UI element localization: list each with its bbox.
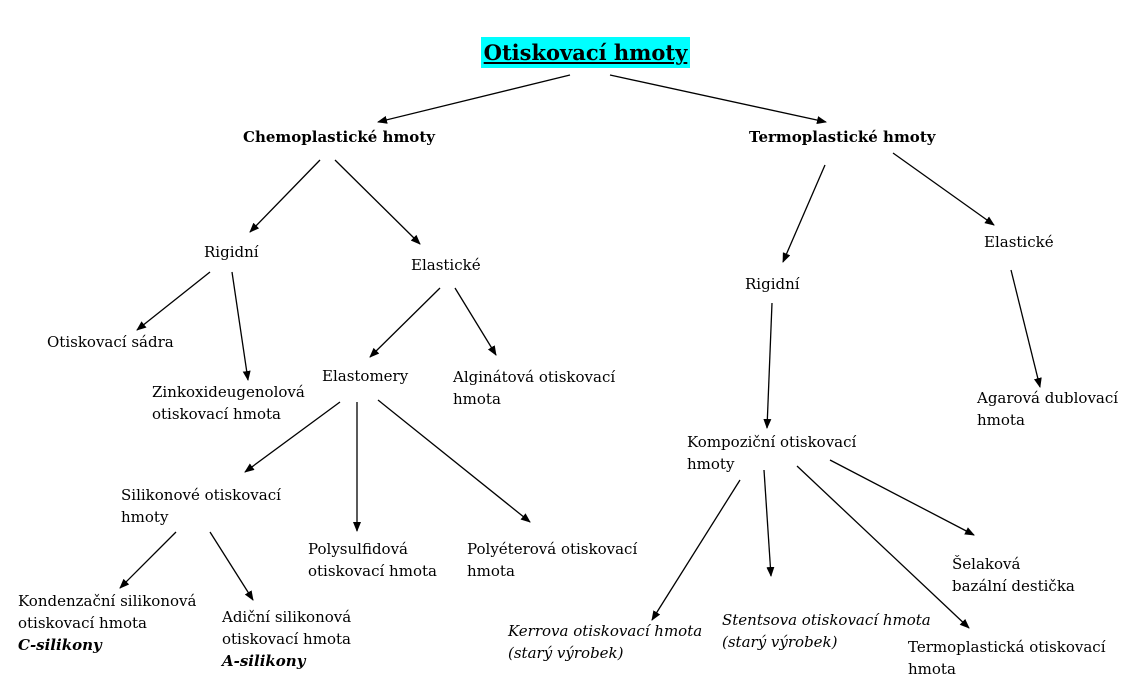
node-label-line: hmoty (687, 455, 735, 473)
node-termo-rigid: Rigidní (745, 273, 800, 295)
node-silikon: Silikonové otiskovací hmoty (121, 484, 281, 528)
node-label-line: Termoplastické hmoty (749, 128, 936, 146)
node-zinko: Zinkoxideugenolová otiskovací hmota (152, 381, 305, 425)
node-label-line: Rigidní (204, 243, 259, 261)
node-sadra: Otiskovací sádra (47, 331, 174, 353)
node-label-line: Zinkoxideugenolová (152, 383, 305, 401)
arrow (763, 302, 773, 429)
arrow (1010, 269, 1042, 388)
arrow (231, 271, 251, 381)
node-polyeter: Polyéterová otiskovací hmota (467, 538, 637, 582)
arrow (244, 401, 341, 473)
node-label-line: Kondenzační silikonová (18, 592, 197, 610)
arrow (609, 74, 827, 124)
node-label-line: bazální destička (952, 577, 1075, 595)
node-selak: Šelaková bazální destička (952, 553, 1075, 597)
node-label-line: Šelaková (952, 555, 1021, 573)
node-label-line: Agarová dublovací (977, 389, 1119, 407)
node-note: A-silikony (222, 652, 306, 670)
node-polysulfid: Polysulfidová otiskovací hmota (308, 538, 437, 582)
node-note: C-silikony (18, 636, 102, 654)
node-chemo-elastic: Elastické (411, 254, 481, 276)
arrow (249, 159, 321, 233)
arrow (454, 287, 497, 356)
arrow (782, 164, 826, 263)
node-label-line: hmota (467, 562, 515, 580)
node-label-line: hmoty (121, 508, 169, 526)
arrow (763, 469, 775, 577)
node-elastomery: Elastomery (322, 365, 408, 387)
node-termo: Termoplastické hmoty (749, 126, 935, 148)
arrow (829, 459, 975, 536)
node-label-line: Rigidní (745, 275, 800, 293)
arrow (369, 287, 441, 358)
node-kompozicni: Kompoziční otiskovací hmoty (687, 431, 856, 475)
node-label-line: Elastomery (322, 367, 409, 385)
arrow (209, 531, 254, 601)
arrow (892, 152, 995, 226)
node-label-line: Adiční silikonová (222, 608, 352, 626)
node-label-line: Polysulfidová (308, 540, 408, 558)
node-chemo-rigid: Rigidní (204, 241, 259, 263)
node-label-line: otiskovací hmota (308, 562, 437, 580)
node-label-line: (starý výrobek) (722, 633, 838, 651)
node-label-line: hmota (453, 390, 501, 408)
node-label-line: Termoplastická otiskovací (908, 638, 1106, 656)
node-kerr: Kerrova otiskovací hmota (starý výrobek) (508, 620, 702, 664)
node-label-line: Otiskovací sádra (47, 333, 174, 351)
node-label-line: (starý výrobek) (508, 644, 624, 662)
node-alginat: Alginátová otiskovací hmota (453, 366, 615, 410)
node-label-line: Alginátová otiskovací (453, 368, 616, 386)
arrow (651, 479, 741, 621)
node-label-line: Elastické (411, 256, 481, 274)
node-label-line: hmota (977, 411, 1025, 429)
node-label-line: hmota (908, 660, 956, 678)
node-chemo: Chemoplastické hmoty (243, 126, 435, 148)
node-label-line: Chemoplastické hmoty (243, 128, 435, 146)
node-label-line: Kompoziční otiskovací (687, 433, 857, 451)
node-label-line: Polyéterová otiskovací (467, 540, 638, 558)
arrow (796, 465, 970, 629)
arrow (377, 74, 571, 124)
node-label-line: otiskovací hmota (222, 630, 351, 648)
diagram-title: Otiskovací hmoty (481, 37, 690, 68)
node-agar: Agarová dublovací hmota (977, 387, 1118, 431)
node-label-line: otiskovací hmota (18, 614, 147, 632)
node-label-line: Kerrova otiskovací hmota (508, 622, 703, 640)
arrow (377, 399, 531, 523)
node-label-line: Silikonové otiskovací (121, 486, 281, 504)
node-label-line: Elastické (984, 233, 1054, 251)
arrow (136, 271, 211, 331)
node-termo-elastic: Elastické (984, 231, 1054, 253)
node-label-line: otiskovací hmota (152, 405, 281, 423)
node-label-line: Stentsova otiskovací hmota (722, 611, 931, 629)
arrow (334, 159, 421, 245)
node-termoplast: Termoplastická otiskovací hmota (908, 636, 1106, 680)
node-stents: Stentsova otiskovací hmota (starý výrobek… (722, 609, 931, 653)
arrow (119, 531, 177, 589)
